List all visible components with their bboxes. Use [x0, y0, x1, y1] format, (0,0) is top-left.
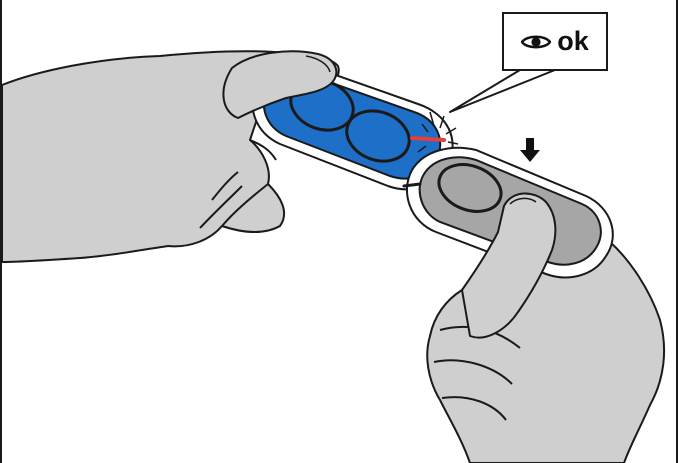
eye-icon — [521, 33, 551, 51]
left-border — [0, 0, 2, 463]
callout-pointer — [450, 70, 555, 112]
right-border — [676, 0, 678, 463]
right-hand — [427, 242, 664, 463]
status-callout: ok — [502, 12, 608, 71]
arrow-down-icon — [520, 138, 540, 162]
callout-ok-label: ok — [557, 28, 589, 55]
